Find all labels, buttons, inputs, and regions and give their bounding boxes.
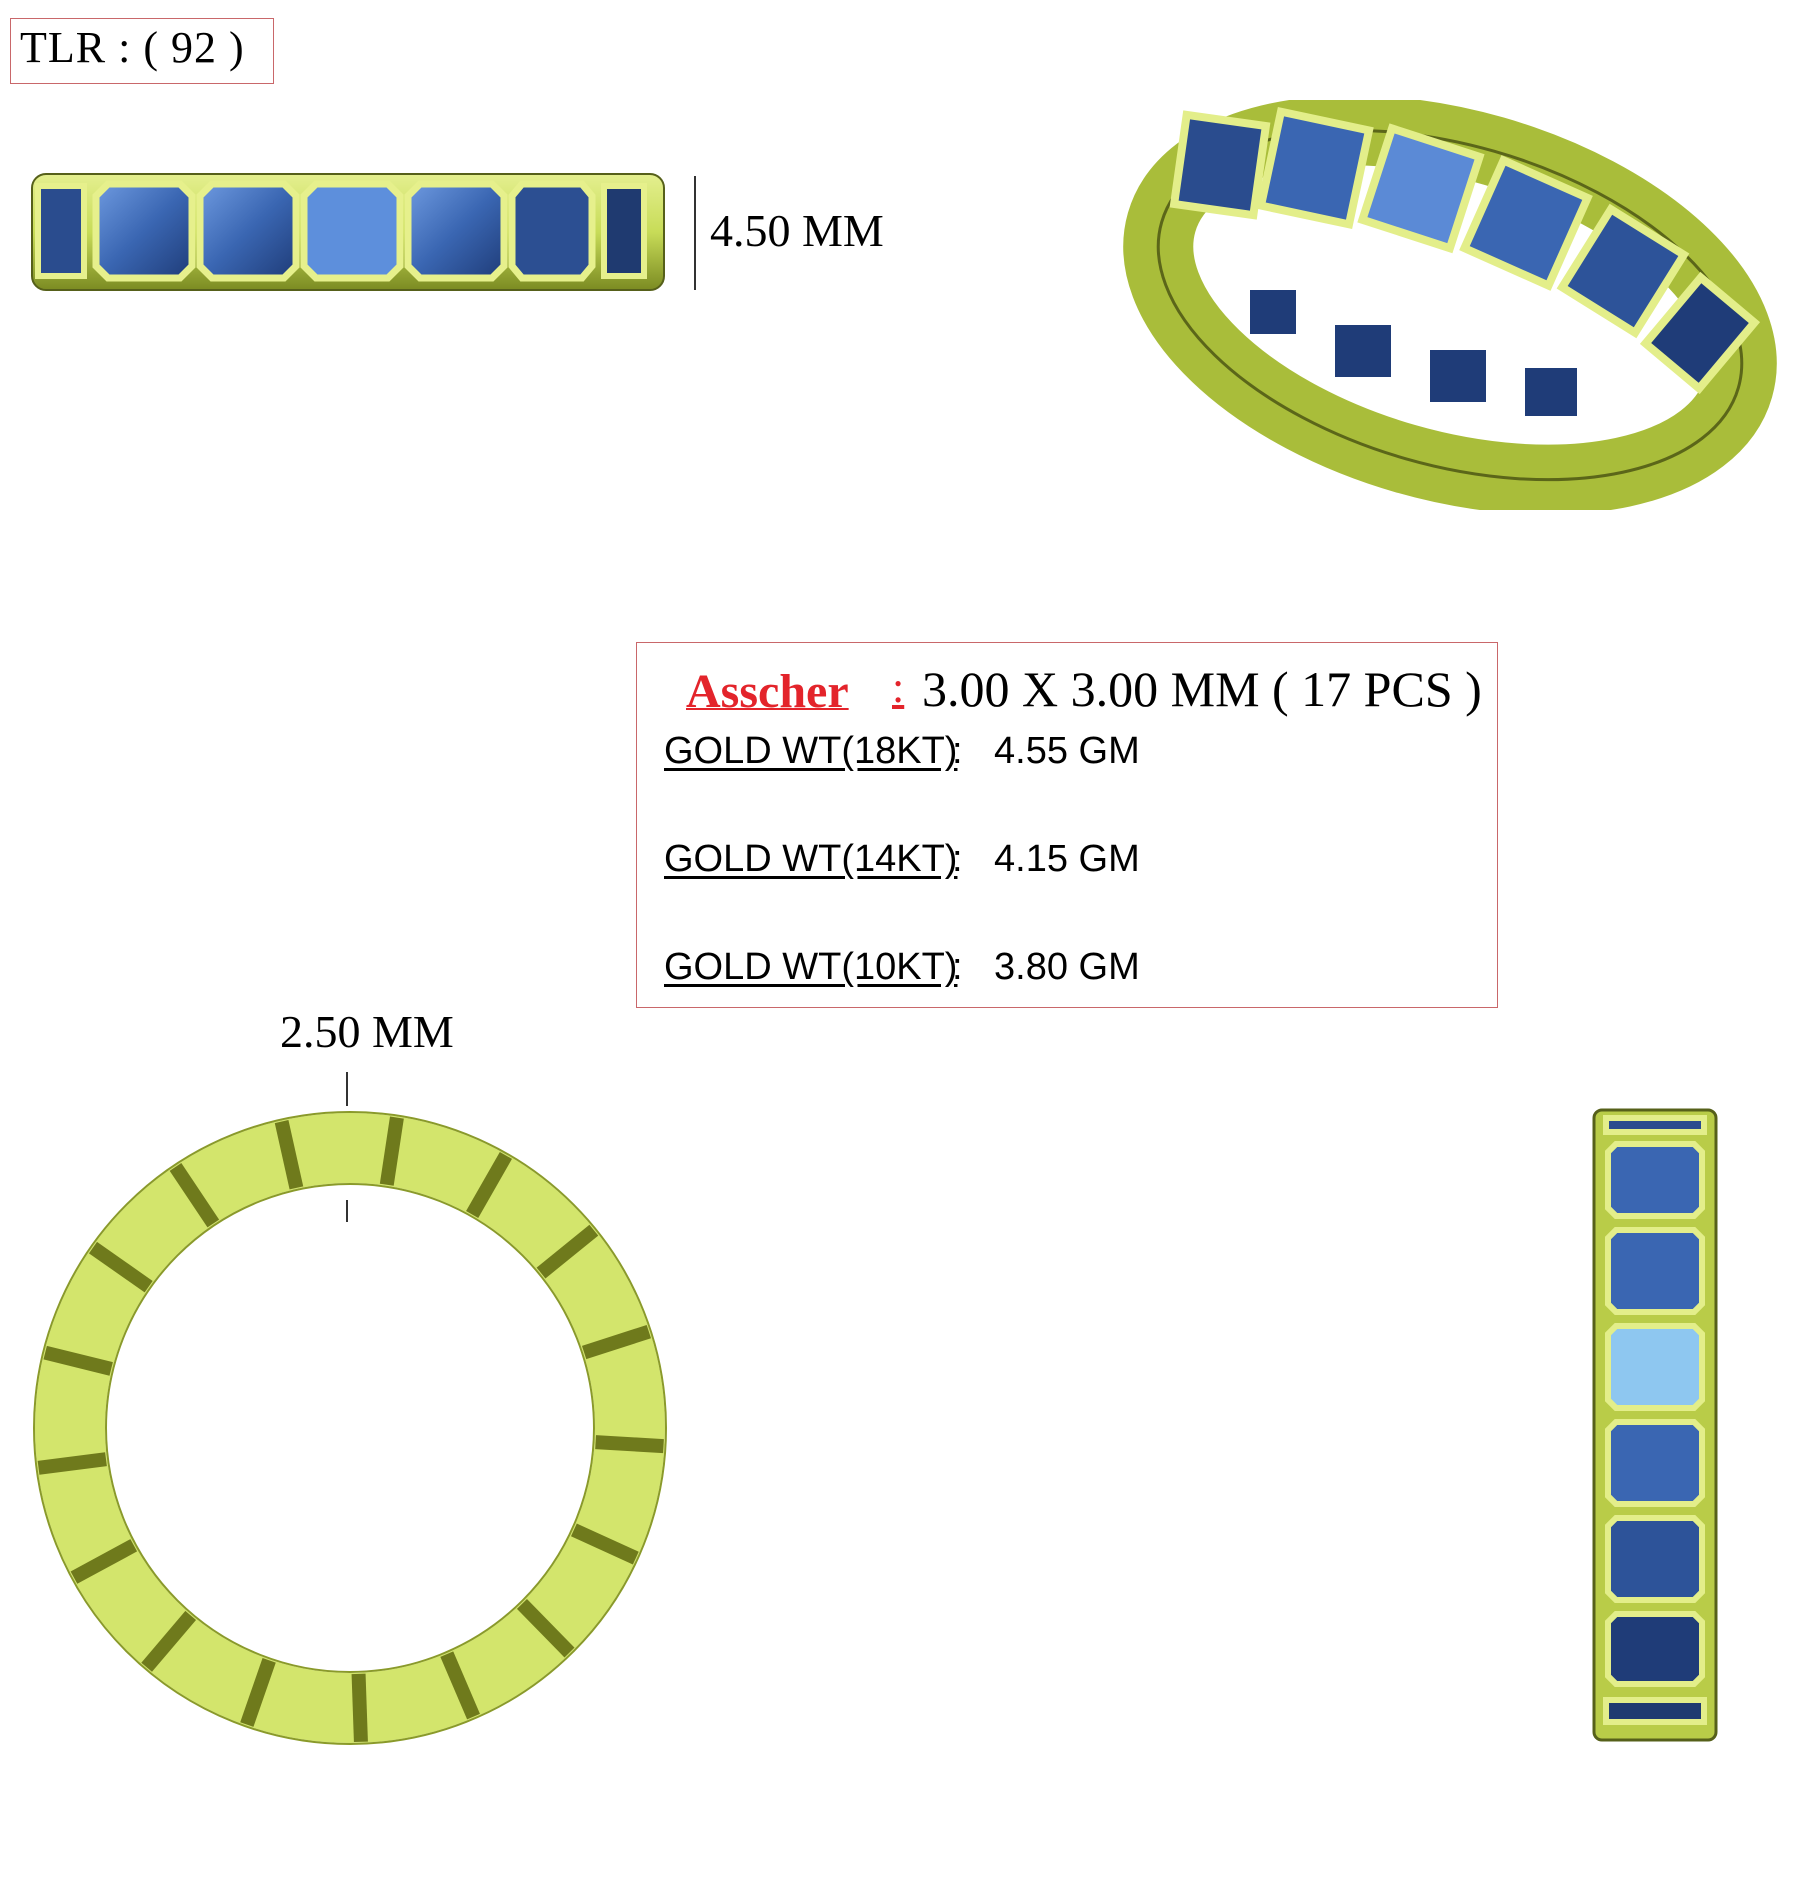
setting-divider (581, 1324, 651, 1360)
stone (1556, 203, 1690, 339)
setting-divider (43, 1345, 113, 1376)
gold-wt-14kt-value: 4.15 GM (994, 838, 1140, 880)
stone (1459, 155, 1593, 291)
setting-divider (379, 1116, 404, 1186)
stone-spec: 3.00 X 3.00 MM ( 17 PCS ) (922, 661, 1482, 717)
stone (92, 180, 196, 282)
setting-divider (351, 1673, 368, 1743)
setting-divider (240, 1658, 276, 1727)
ring-top-view (33, 1111, 667, 1745)
stone (1605, 1141, 1705, 1219)
opening (1335, 325, 1391, 377)
setting-divider (536, 1224, 599, 1279)
inner-openings (1250, 290, 1577, 416)
stone (1605, 1515, 1705, 1603)
height-dimension-label: 4.50 MM (710, 205, 884, 256)
ring-end-view (1592, 1108, 1718, 1742)
setting-dividers (37, 1116, 664, 1743)
width-dimension-label: 2.50 MM (280, 1006, 454, 1057)
stone-row (1169, 106, 1761, 395)
setting-divider (570, 1523, 639, 1565)
setting-divider (70, 1539, 138, 1584)
width-dimension-line-bottom (346, 1200, 348, 1222)
stone (300, 180, 404, 282)
stone (35, 183, 87, 279)
stone (1605, 1323, 1705, 1411)
stone (1603, 1697, 1707, 1725)
height-dimension-line (694, 176, 696, 290)
stone (196, 180, 300, 282)
gold-wt-14kt-label: GOLD WT(14KT) (664, 838, 958, 880)
gold-wt-10kt-label: GOLD WT(10KT) (664, 946, 958, 988)
gold-wt-18kt-value: 4.55 GM (994, 730, 1140, 772)
gold-wt-10kt-separator: : (952, 946, 963, 988)
opening (1525, 368, 1577, 416)
width-dimension-line-top (346, 1072, 348, 1106)
stone (1639, 271, 1761, 395)
gold-wt-18kt-separator: : (952, 730, 963, 772)
stone (1603, 1115, 1707, 1135)
opening (1250, 290, 1296, 334)
stone (1605, 1419, 1705, 1507)
setting-divider (516, 1599, 575, 1658)
stone (1357, 123, 1485, 254)
setting-divider (88, 1241, 153, 1293)
band-body (35, 1113, 665, 1743)
ring-side-view (31, 173, 665, 291)
stone-row (35, 180, 647, 282)
setting-divider (466, 1151, 512, 1218)
setting-divider (169, 1163, 220, 1228)
stone (1256, 106, 1374, 230)
opening (1430, 350, 1486, 402)
stone-name: Asscher (686, 665, 849, 718)
spec-box (636, 642, 1498, 1008)
stone (508, 180, 596, 282)
stone (1605, 1227, 1705, 1315)
ring-perspective-view (1123, 100, 1777, 510)
design-code-box (10, 18, 274, 84)
gold-wt-14kt-separator: : (952, 838, 963, 880)
setting-divider (274, 1120, 304, 1190)
setting-divider (141, 1610, 197, 1672)
setting-divider (440, 1651, 480, 1720)
setting-divider (37, 1452, 107, 1475)
stone (1605, 1611, 1705, 1687)
stone (404, 180, 508, 282)
stone-separator: : (892, 663, 905, 712)
stone (601, 183, 647, 279)
band-outer-edge (33, 1111, 667, 1745)
stone (1169, 110, 1271, 220)
stone-column (1603, 1115, 1707, 1725)
band-inner-edge (105, 1183, 595, 1673)
gold-wt-10kt-value: 3.80 GM (994, 946, 1140, 988)
setting-divider (595, 1435, 664, 1454)
gold-wt-18kt-label: GOLD WT(18KT) (664, 730, 958, 772)
design-code: TLR : ( 92 ) (20, 23, 245, 72)
band-edge (1156, 128, 1744, 482)
